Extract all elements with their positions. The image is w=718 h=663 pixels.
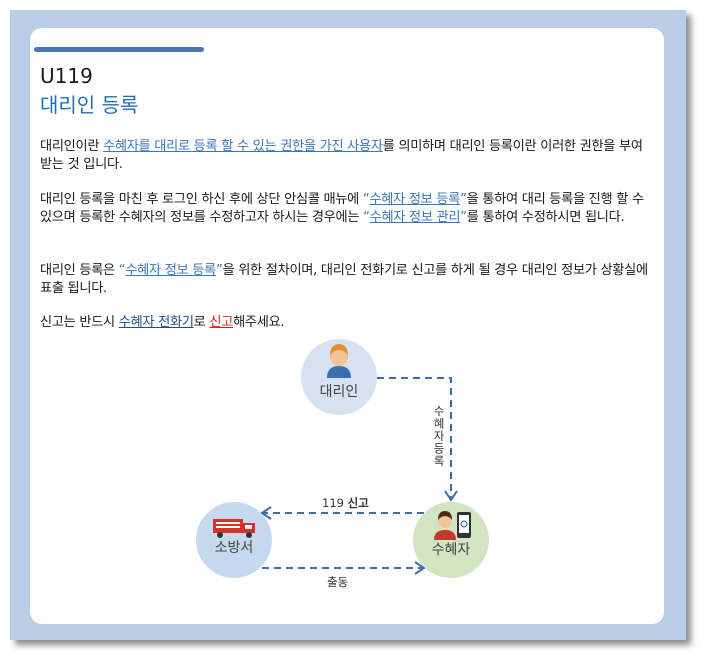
person-icon xyxy=(327,344,351,378)
link-beneficiary-registration[interactable]: 수혜자 정보 등록 xyxy=(369,192,461,207)
page-code: U119 xyxy=(40,64,93,88)
quote-mark: ” xyxy=(215,263,223,278)
fire-truck-icon xyxy=(213,519,255,538)
text: 신고는 반드시 xyxy=(40,315,119,330)
text: 을 위한 절차이며, 대리인 전화기로 신고를 하게 될 경우 대리인 정보가 … xyxy=(40,263,648,296)
paragraph-notice: 신고는 반드시 수혜자 전화기로 신고해주세요. xyxy=(40,314,652,332)
quote-mark: “ xyxy=(363,210,370,225)
link-agent-definition[interactable]: 수혜자를 대리로 등록 할 수 있는 권한을 가진 사용자 xyxy=(103,139,383,154)
text: 을 통하여 대리 등록을 진행 할 수 있으며 등록한 수혜자의 정보를 수정하… xyxy=(40,192,644,225)
text: 대리인이란 xyxy=(40,139,104,154)
paragraph-definition: 대리인이란 수혜자를 대리로 등록 할 수 있는 권한을 가진 사용자를 의미하… xyxy=(40,138,652,174)
quote-mark: ” xyxy=(460,192,467,207)
text: 대리인 등록을 마친 후 로그인 하신 후에 상단 안심콜 매뉴에 xyxy=(40,192,363,207)
content-card xyxy=(30,28,664,624)
edge-label-registration: 수혜자등록 xyxy=(432,405,446,468)
accent-bar xyxy=(34,47,204,52)
text: 대리인 등록은 xyxy=(40,263,119,278)
edge-label-dispatch: 출동 xyxy=(327,575,348,589)
node-label-beneficiary: 수혜자 xyxy=(432,542,471,558)
report-word: 신고 xyxy=(348,496,370,510)
report-number: 119 xyxy=(322,496,348,510)
text: 해주세요. xyxy=(233,315,285,330)
link-beneficiary-management[interactable]: 수혜자 정보 관리 xyxy=(369,210,461,225)
node-label-agent: 대리인 xyxy=(320,384,359,400)
link-report[interactable]: 신고 xyxy=(209,315,234,330)
paragraph-procedure: 대리인 등록은 “수혜자 정보 등록”을 위한 절차이며, 대리인 전화기로 신… xyxy=(40,262,652,298)
node-label-fire-station: 소방서 xyxy=(215,540,254,556)
page-title: 대리인 등록 xyxy=(40,93,139,117)
text: 로 xyxy=(193,315,210,330)
text: 를 통하여 수정하시면 됩니다. xyxy=(466,210,625,225)
link-beneficiary-registration-2[interactable]: 수혜자 정보 등록 xyxy=(125,263,216,278)
text: 를 의미하며 대리인 등록이란 이러한 권한을 부여 받는 것 입니다. xyxy=(40,139,643,172)
edge-agent-to-beneficiary xyxy=(377,377,458,502)
person-with-phone-icon xyxy=(434,511,471,540)
link-beneficiary-phone[interactable]: 수혜자 전화기 xyxy=(118,315,194,330)
quote-mark: “ xyxy=(362,192,370,207)
quote-mark: “ xyxy=(118,263,126,278)
quote-mark: ” xyxy=(460,210,467,225)
paragraph-process: 대리인 등록을 마친 후 로그인 하신 후에 상단 안심콜 매뉴에 “수혜자 정… xyxy=(40,191,652,227)
edge-label-report: 119 신고 xyxy=(322,496,369,510)
